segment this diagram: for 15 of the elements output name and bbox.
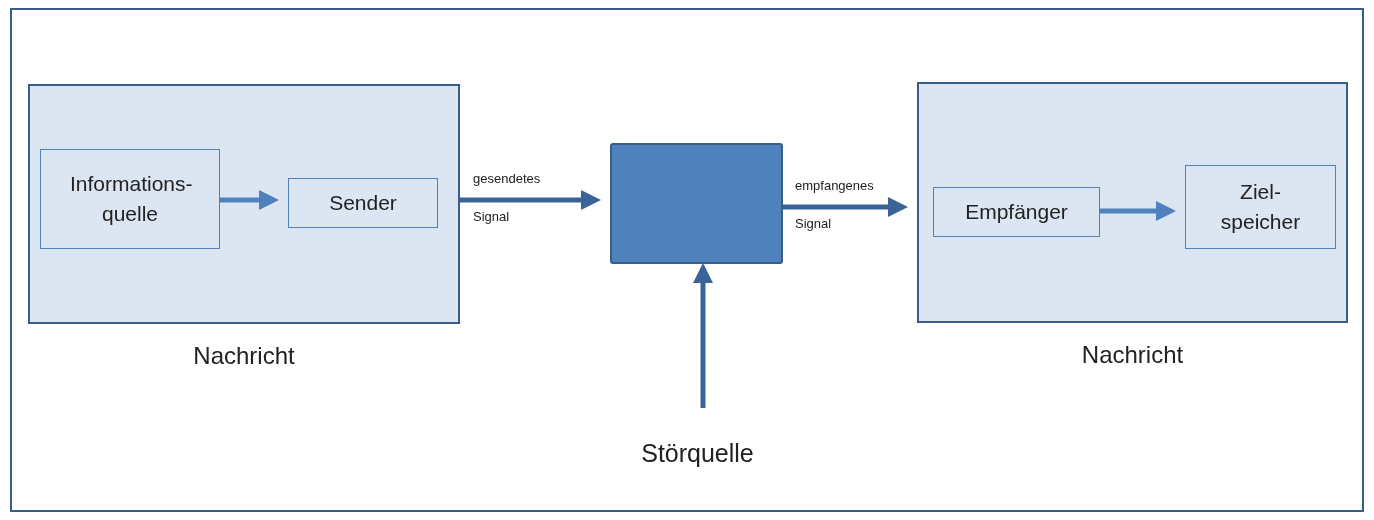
source-label: Störquelle: [620, 408, 775, 472]
arrow: [693, 263, 713, 408]
process-box: Informations- quelle: [40, 149, 220, 249]
panel-heading: Nachricht: [1080, 340, 1185, 370]
process-box: Sender: [288, 178, 438, 228]
arrow: [220, 190, 279, 210]
arrow: [783, 197, 908, 217]
edge-label: gesendetes Signal: [473, 170, 542, 226]
process-box: Empfänger: [933, 187, 1100, 237]
edge-label: empfangenes Signal: [795, 177, 875, 233]
channel-box: [610, 143, 783, 264]
arrow: [460, 190, 601, 210]
panel-heading: Nachricht: [192, 341, 296, 371]
arrow: [1100, 201, 1176, 221]
process-box: Ziel- speicher: [1185, 165, 1336, 249]
